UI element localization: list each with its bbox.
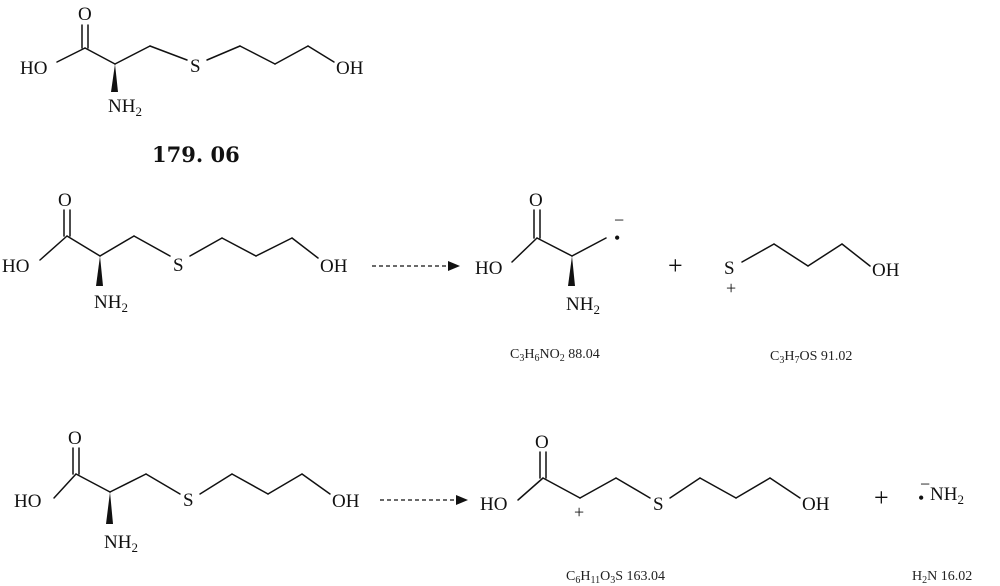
stereo-wedge xyxy=(568,256,575,286)
fragment-formula: C3H6NO2 88.04 xyxy=(510,347,600,364)
atom-HO: HO xyxy=(480,494,507,515)
atom-OH: OH xyxy=(320,256,348,277)
plus-sign: + xyxy=(668,251,683,280)
atom-NH2: NH2 xyxy=(94,292,128,315)
parent-molecule: O HO S OH NH2 179. 06 xyxy=(20,4,364,167)
atom-NH2: NH2 xyxy=(930,484,964,507)
atom-NH2: NH2 xyxy=(108,96,142,119)
reaction-1-reactant: O HO S OH NH2 xyxy=(2,190,348,315)
atom-S: S xyxy=(173,255,184,276)
fragment-formula: C6H11O3S 163.04 xyxy=(566,569,665,586)
atom-HO: HO xyxy=(20,58,47,79)
stereo-wedge xyxy=(106,492,113,524)
stereo-wedge xyxy=(96,256,103,286)
fragment-formula: H2N 16.02 xyxy=(912,569,972,586)
atom-HO: HO xyxy=(475,258,502,279)
atom-O: O xyxy=(529,190,543,211)
radical-dot: • xyxy=(918,488,924,508)
fragment-charge: − xyxy=(920,474,930,494)
atom-O: O xyxy=(78,4,92,25)
fragment-charge: + xyxy=(726,278,736,298)
atom-HO: HO xyxy=(14,491,41,512)
fragment-formula: C3H7OS 91.02 xyxy=(770,349,852,366)
reaction-2-arrow xyxy=(380,495,468,505)
parent-mass: 179. 06 xyxy=(152,142,240,167)
atom-OH: OH xyxy=(336,58,364,79)
fragment-charge: − xyxy=(614,210,624,230)
atom-OH: OH xyxy=(802,494,830,515)
atom-S: S xyxy=(183,490,194,511)
reaction-2-fragment-2: − • NH2 H2N 16.02 xyxy=(912,474,972,586)
atom-OH: OH xyxy=(332,491,360,512)
atom-OH: OH xyxy=(872,260,900,281)
reaction-2-fragment-1: O HO + S OH C6H11O3S 163.04 xyxy=(480,432,830,586)
fragment-charge: + xyxy=(574,502,584,522)
reaction-2: O HO S OH NH2 O HO + S OH xyxy=(14,428,972,586)
plus-sign: + xyxy=(874,483,889,512)
reaction-1-arrow xyxy=(372,261,460,271)
atom-S: S xyxy=(653,494,664,515)
atom-HO: HO xyxy=(2,256,29,277)
stereo-wedge xyxy=(111,64,118,92)
radical-dot: • xyxy=(614,228,620,248)
reaction-1: O HO S OH NH2 O HO − • NH2 C3H6NO2 88.04 xyxy=(2,190,900,366)
reaction-2-reactant: O HO S OH NH2 xyxy=(14,428,360,555)
atom-S: S xyxy=(724,258,735,279)
atom-S: S xyxy=(190,56,201,77)
reaction-1-fragment-2: S + OH C3H7OS 91.02 xyxy=(724,243,900,366)
atom-NH2: NH2 xyxy=(566,294,600,317)
atom-O: O xyxy=(58,190,72,211)
atom-O: O xyxy=(68,428,82,449)
atom-O: O xyxy=(535,432,549,453)
atom-NH2: NH2 xyxy=(104,532,138,555)
reaction-1-fragment-1: O HO − • NH2 C3H6NO2 88.04 xyxy=(475,190,624,364)
